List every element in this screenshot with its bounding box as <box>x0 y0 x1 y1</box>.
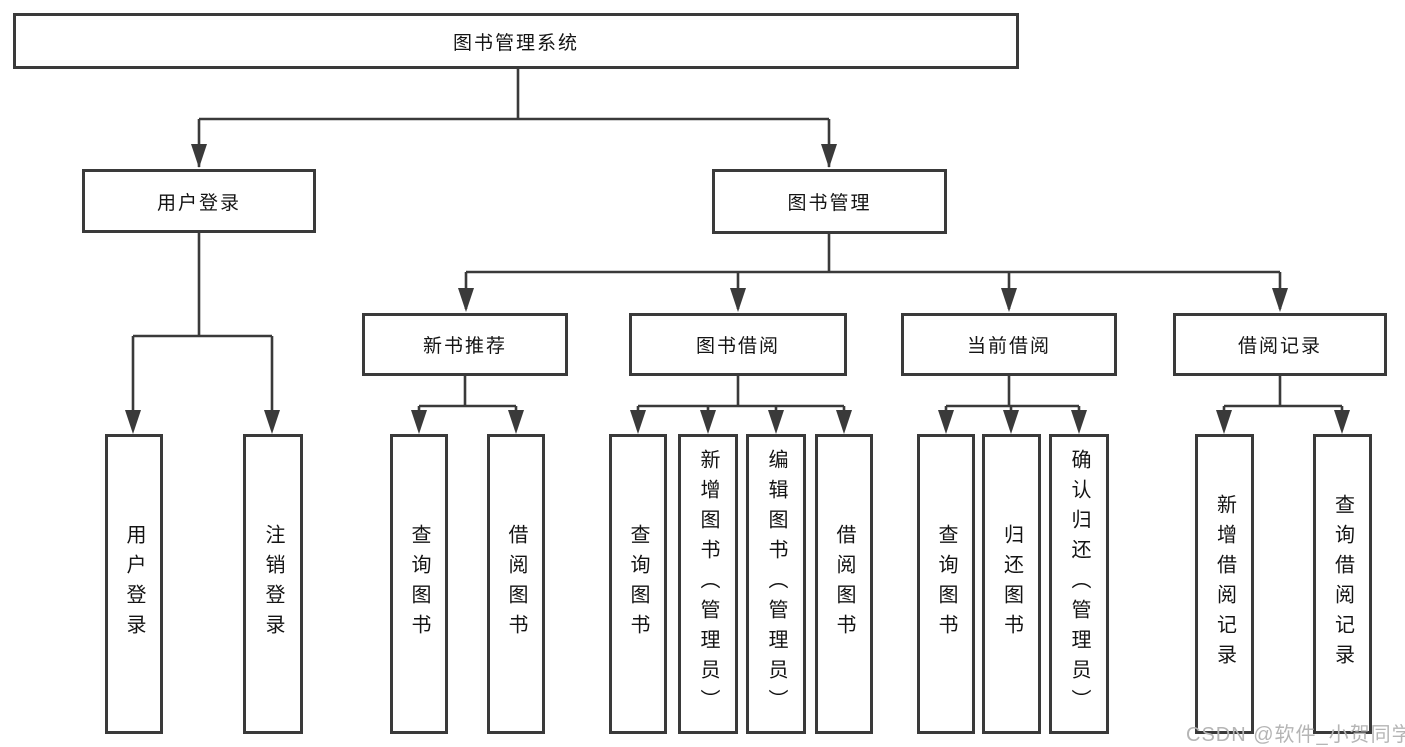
connector-book-mgmt <box>464 234 1282 309</box>
leaf-label: 归还图书 <box>1000 524 1023 644</box>
leaf-label: 借阅图书 <box>505 524 527 644</box>
leaf-add-borrow-record: 新增借阅记录 <box>1195 434 1254 734</box>
connector-current <box>944 376 1081 430</box>
leaf-label: 查询图书 <box>627 524 649 644</box>
leaf-logout: 注销登录 <box>243 434 303 734</box>
leaf-query-books-2: 查询图书 <box>609 434 667 734</box>
leaf-edit-books-admin: 编辑图书（管理员） <box>746 434 806 734</box>
node-borrow-record: 借阅记录 <box>1173 313 1387 376</box>
leaf-add-books-admin: 新增图书（管理员） <box>678 434 738 734</box>
connector-root <box>197 68 831 167</box>
leaf-query-books-3: 查询图书 <box>917 434 975 734</box>
leaf-label: 借阅图书 <box>833 524 855 644</box>
node-book-borrow: 图书借阅 <box>629 313 847 376</box>
leaf-return-books: 归还图书 <box>982 434 1041 734</box>
leaf-label: 编辑图书（管理员） <box>765 449 787 719</box>
leaf-label: 确认归还（管理员） <box>1068 449 1090 719</box>
node-new-book-recommend: 新书推荐 <box>362 313 568 376</box>
connector-new-book <box>417 376 518 430</box>
leaf-label: 用户登录 <box>123 524 145 644</box>
leaf-confirm-return-admin: 确认归还（管理员） <box>1049 434 1109 734</box>
leaf-label: 查询图书 <box>935 524 957 644</box>
node-book-management: 图书管理 <box>712 169 947 234</box>
leaf-label: 注销登录 <box>262 524 284 644</box>
leaf-borrow-books-1: 借阅图书 <box>487 434 545 734</box>
leaf-label: 新增借阅记录 <box>1213 494 1236 674</box>
connector-borrow <box>636 376 846 430</box>
node-root: 图书管理系统 <box>13 13 1019 69</box>
leaf-borrow-books-2: 借阅图书 <box>815 434 873 734</box>
leaf-query-borrow-record: 查询借阅记录 <box>1313 434 1372 734</box>
leaf-user-login: 用户登录 <box>105 434 163 734</box>
leaf-label: 查询图书 <box>408 524 430 644</box>
connector-record <box>1222 376 1344 430</box>
connector-user-login <box>131 233 274 430</box>
node-user-login: 用户登录 <box>82 169 316 233</box>
leaf-query-books-1: 查询图书 <box>390 434 448 734</box>
leaf-label: 查询借阅记录 <box>1331 494 1354 674</box>
leaf-label: 新增图书（管理员） <box>697 449 719 719</box>
node-current-borrow: 当前借阅 <box>901 313 1117 376</box>
csdn-watermark: CSDN @软件_小贺同学 <box>1186 724 1405 746</box>
